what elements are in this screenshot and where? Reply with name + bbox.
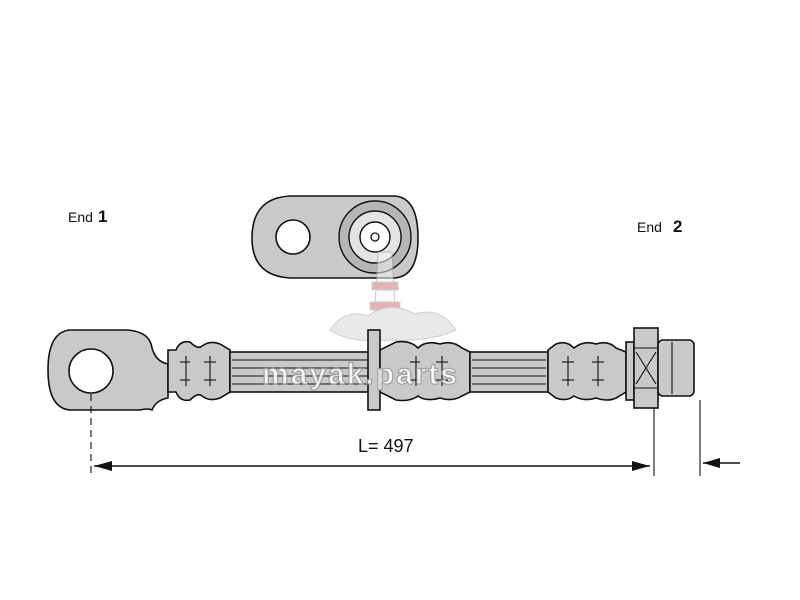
watermark-text: mayak.parts [262, 358, 459, 391]
end-2-number: 2 [673, 217, 682, 236]
thread-dimension-arrow [703, 458, 720, 468]
length-dimension: L= 497 [90, 394, 740, 476]
crimp-sleeve-end-2 [547, 341, 627, 401]
lighthouse-rocks [329, 307, 457, 342]
threaded-end [657, 339, 695, 397]
length-value: L= 497 [358, 436, 414, 456]
hose-body-left [229, 351, 371, 393]
end-2-label: End 2 [637, 217, 682, 236]
crimp-marks-end-1 [180, 356, 216, 386]
hose-ribs-right [472, 359, 546, 385]
end-1-prefix: End [68, 209, 93, 225]
lighthouse-stripe [371, 281, 399, 291]
brake-hose-assembly [47, 327, 695, 412]
end-2-prefix: End [637, 219, 662, 235]
crimp-marks-middle [410, 356, 448, 386]
end-1-number: 1 [98, 207, 107, 226]
crimp-marks-end-2 [562, 356, 604, 386]
end-1-label: End 1 [68, 207, 107, 226]
end-1-eye-hole [68, 348, 114, 394]
eye-fitting-hole [275, 219, 311, 255]
nut-collar [625, 341, 635, 401]
crimp-sleeve-end-1 [167, 340, 231, 402]
dimension-arrow-left [94, 461, 112, 471]
dimension-arrow-right [632, 461, 650, 471]
banjo-center-hole [370, 232, 380, 242]
hose-ribs-left [232, 359, 368, 385]
eye-fitting-detail [251, 195, 419, 279]
hose-body-right [469, 351, 549, 393]
lighthouse-logo [329, 251, 457, 342]
